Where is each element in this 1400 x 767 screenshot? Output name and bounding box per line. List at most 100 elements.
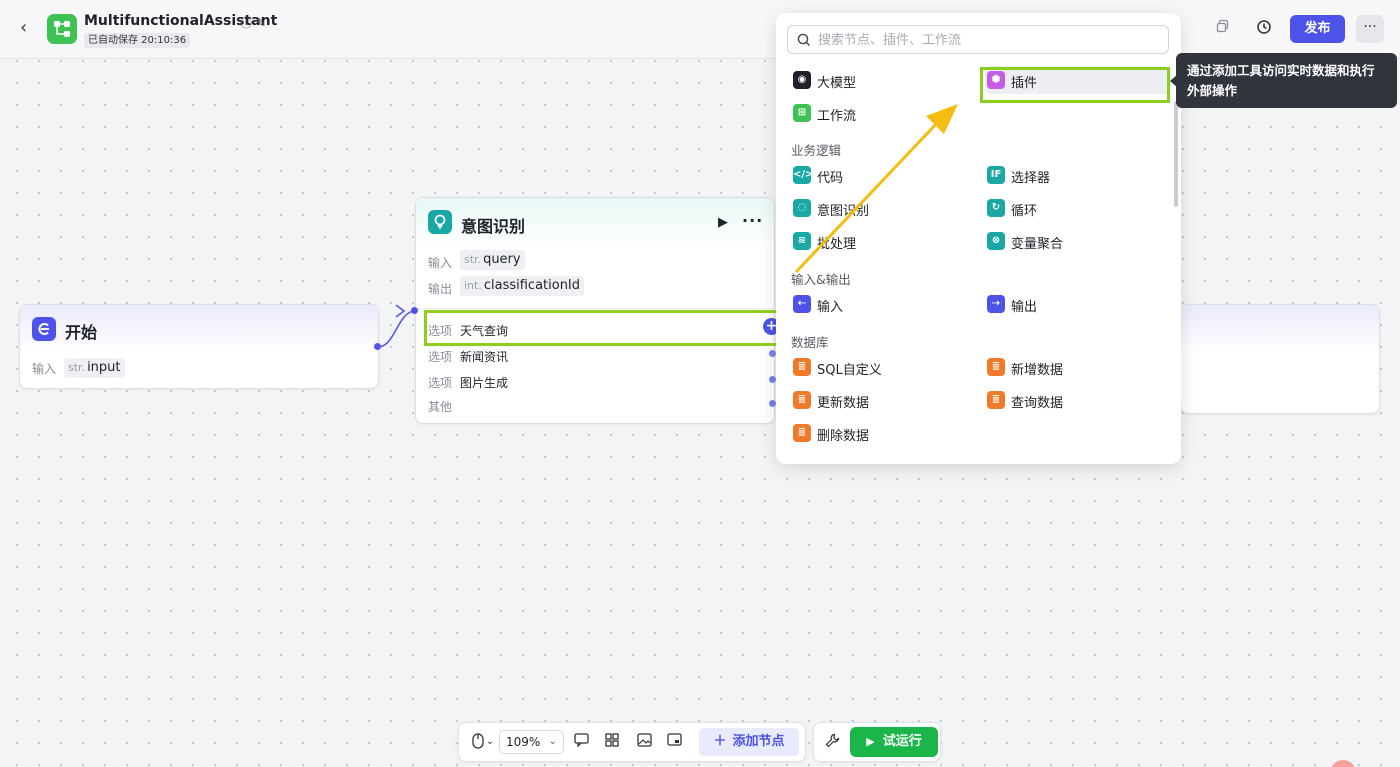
option-weather[interactable]: 天气查询 [460,324,509,338]
start-output-port[interactable] [374,343,381,350]
db-update-icon: ≣ [793,391,811,409]
run-toolbar: ▶试运行 [813,722,941,762]
input-icon: ⇠ [793,295,811,313]
batch-icon: ≋ [793,232,811,250]
panel-item-code[interactable]: </> 代码 [791,161,976,189]
run-node-play-icon[interactable]: ▶ [718,215,728,230]
image-icon[interactable] [635,733,653,751]
assistant-avatar[interactable] [1330,760,1356,767]
panel-item-sql[interactable]: ≣ SQL自定义 [791,353,976,381]
intent-output-chip: int.classificationId [460,276,585,296]
section-io: 输入&输出 [791,272,851,287]
plus-icon: ＋ [713,734,727,749]
workflow-icon: ⊞ [793,104,811,122]
start-node-title: 开始 [65,323,98,342]
tooltip-arrow [1170,75,1177,87]
panel-item-selector[interactable]: IF 选择器 [985,161,1170,189]
panel-item-db-query[interactable]: ≣ 查询数据 [985,386,1170,414]
start-node[interactable]: 开始 输入 str.input [19,304,379,389]
layout-grid-icon[interactable] [603,733,621,751]
output-icon: ⇢ [987,295,1005,313]
input-variable-chip: str.input [64,358,125,378]
input-label: 输入 [32,362,57,376]
option-image[interactable]: 图片生成 [460,376,509,390]
edit-icon[interactable]: ✎ [255,16,266,30]
option-news[interactable]: 新闻资讯 [460,350,509,364]
play-icon: ▶ [866,735,875,748]
intent-icon: ◌ [793,199,811,217]
panel-scrollbar[interactable] [1174,101,1178,207]
panel-item-db-delete[interactable]: ≣ 删除数据 [791,419,976,447]
copy-icon[interactable] [1214,19,1232,37]
sql-icon: ≣ [793,358,811,376]
edge-arrow-head [395,304,406,318]
option-other-label: 其他 [428,400,453,414]
start-node-icon [32,317,56,341]
plugin-tooltip: 通过添加工具访问实时数据和执行外部操作 [1176,53,1397,108]
option-label: 选项 [428,350,453,364]
panel-item-db-add[interactable]: ≣ 新增数据 [985,353,1170,381]
end-node-partial[interactable] [1180,304,1380,414]
highlight-plugin-item [980,67,1170,103]
more-options-button[interactable]: ··· [1356,15,1384,43]
test-run-button[interactable]: ▶试运行 [850,727,938,757]
mouse-mode-icon[interactable] [469,733,487,751]
add-branch-plus-icon[interactable]: + [763,318,780,335]
panel-item-workflow[interactable]: ⊞ 工作流 [791,99,976,127]
plugin-icon: ⬢ [987,71,1005,89]
app-title: MultifunctionalAssistant [84,13,278,29]
option-port[interactable] [769,350,776,357]
panel-item-loop[interactable]: ↻ 循环 [985,194,1170,222]
code-icon: </> [793,166,813,184]
panel-item-llm[interactable]: ◉ 大模型 [791,66,976,94]
zoom-select[interactable]: 109% ⌄ [499,730,564,754]
intent-input-label: 输入 [428,256,453,270]
search-input[interactable] [818,30,1158,50]
minimap-icon[interactable] [665,733,683,751]
aggregate-icon: ⊗ [987,232,1005,250]
wrench-icon[interactable] [823,733,841,751]
autosave-status: 已自动保存 20:10:36 [84,33,191,48]
intent-output-label: 输出 [428,282,453,296]
intent-node-title: 意图识别 [461,217,526,236]
edge-start-to-intent [377,310,416,348]
canvas-toolbar: ⌄ 109% ⌄ ＋添加节点 [458,722,806,762]
node-search[interactable] [787,25,1169,54]
db-query-icon: ≣ [987,391,1005,409]
history-icon[interactable] [1255,19,1273,37]
panel-item-intent[interactable]: ◌ 意图识别 [791,194,976,222]
publish-button[interactable]: 发布 [1290,15,1345,43]
intent-input-chip: str.query [460,250,525,270]
section-database: 数据库 [791,335,829,350]
node-more-icon[interactable]: ··· [742,211,764,230]
panel-item-output[interactable]: ⇢ 输出 [985,290,1170,318]
comment-icon[interactable] [572,733,590,751]
section-business-logic: 业务逻辑 [791,143,842,158]
panel-item-batch[interactable]: ≋ 批处理 [791,227,976,255]
add-node-button[interactable]: ＋添加节点 [699,728,799,756]
option-label: 选项 [428,324,453,338]
db-add-icon: ≣ [987,358,1005,376]
intent-node-icon [428,210,452,234]
panel-item-plugin[interactable]: ⬢ 插件 [985,66,1170,94]
chevron-down-icon[interactable]: ⌄ [485,736,495,747]
zoom-chevron-icon: ⌄ [548,736,557,747]
back-chevron-icon[interactable]: ‹ [20,17,28,38]
panel-item-aggregate[interactable]: ⊗ 变量聚合 [985,227,1170,255]
option-port[interactable] [769,376,776,383]
info-icon[interactable]: ⓘ [240,16,253,30]
other-port[interactable] [769,400,776,407]
loop-icon: ↻ [987,199,1005,217]
db-delete-icon: ≣ [793,424,811,442]
option-label: 选项 [428,376,453,390]
app-logo-icon [47,14,77,44]
panel-item-input[interactable]: ⇠ 输入 [791,290,976,318]
panel-item-db-update[interactable]: ≣ 更新数据 [791,386,976,414]
if-icon: IF [987,166,1005,184]
search-icon [797,33,810,46]
llm-icon: ◉ [793,71,811,89]
intent-input-port[interactable] [411,307,418,314]
highlight-option-row [424,310,783,346]
add-node-panel: ◉ 大模型 ⬢ 插件 ⊞ 工作流 业务逻辑 </> 代码 IF 选择器 ◌ 意图… [776,13,1181,464]
